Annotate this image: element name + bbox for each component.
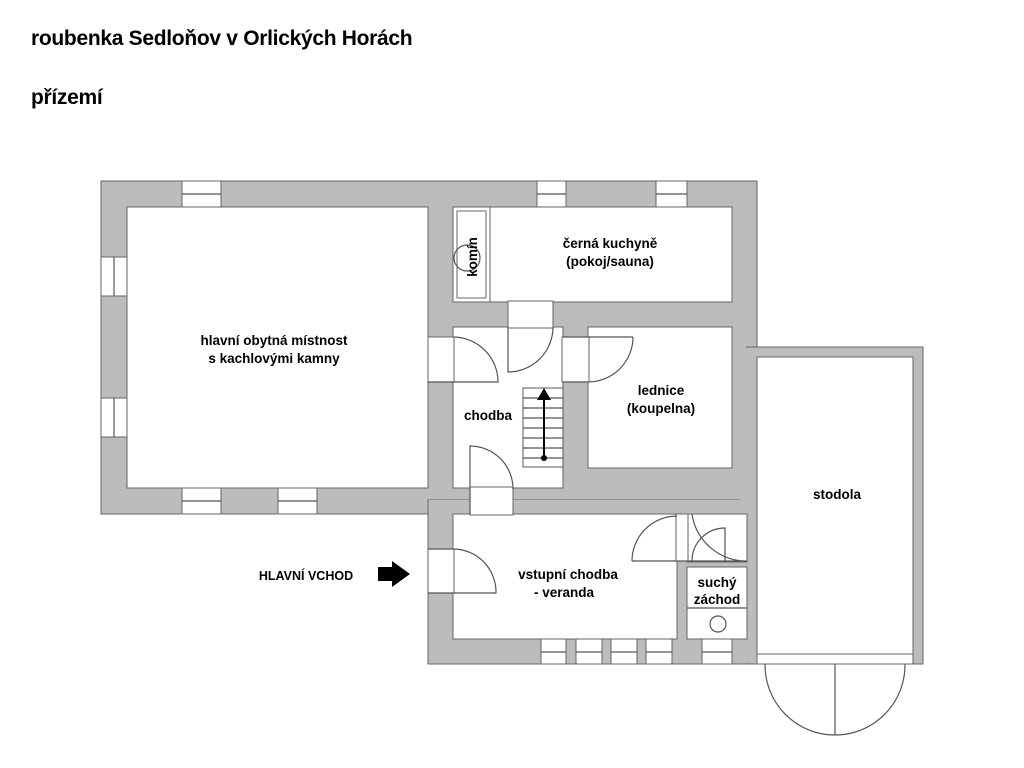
label-kitchen-2: (pokoj/sauna) — [566, 254, 654, 269]
plan-title: roubenka Sedloňov v Orlických Horách — [31, 27, 413, 50]
stairs — [522, 387, 564, 468]
label-chimney: komín — [465, 237, 480, 277]
doors — [427, 300, 906, 736]
label-toilet-2: záchod — [694, 592, 741, 607]
room-toilet — [686, 566, 748, 640]
room-cellar — [587, 326, 733, 469]
label-kitchen-1: černá kuchyně — [563, 236, 658, 251]
windows — [100, 180, 914, 665]
stairs-up-arrow-icon — [537, 388, 551, 400]
label-living-2: s kachlovými kamny — [208, 351, 340, 366]
label-cellar-2: (koupelna) — [627, 401, 695, 416]
label-living-1: hlavní obytná místnost — [200, 333, 348, 348]
arrow-right-icon — [378, 561, 410, 587]
floor-title: přízemí — [31, 86, 103, 109]
label-toilet-1: suchý — [697, 575, 737, 590]
chimney-icon — [453, 244, 481, 272]
room-barn — [756, 356, 914, 655]
room-kitchen — [452, 206, 733, 303]
room-toilet-door — [686, 513, 748, 563]
entrance-label: HLAVNÍ VCHOD — [259, 568, 353, 583]
label-hallway: chodba — [464, 408, 512, 423]
room-living — [126, 206, 429, 489]
toilet-icon — [709, 615, 727, 633]
label-cellar-1: lednice — [638, 383, 685, 398]
label-barn: stodola — [813, 487, 861, 502]
label-entry-2: - veranda — [534, 585, 595, 600]
label-entry-1: vstupní chodba — [518, 567, 618, 582]
